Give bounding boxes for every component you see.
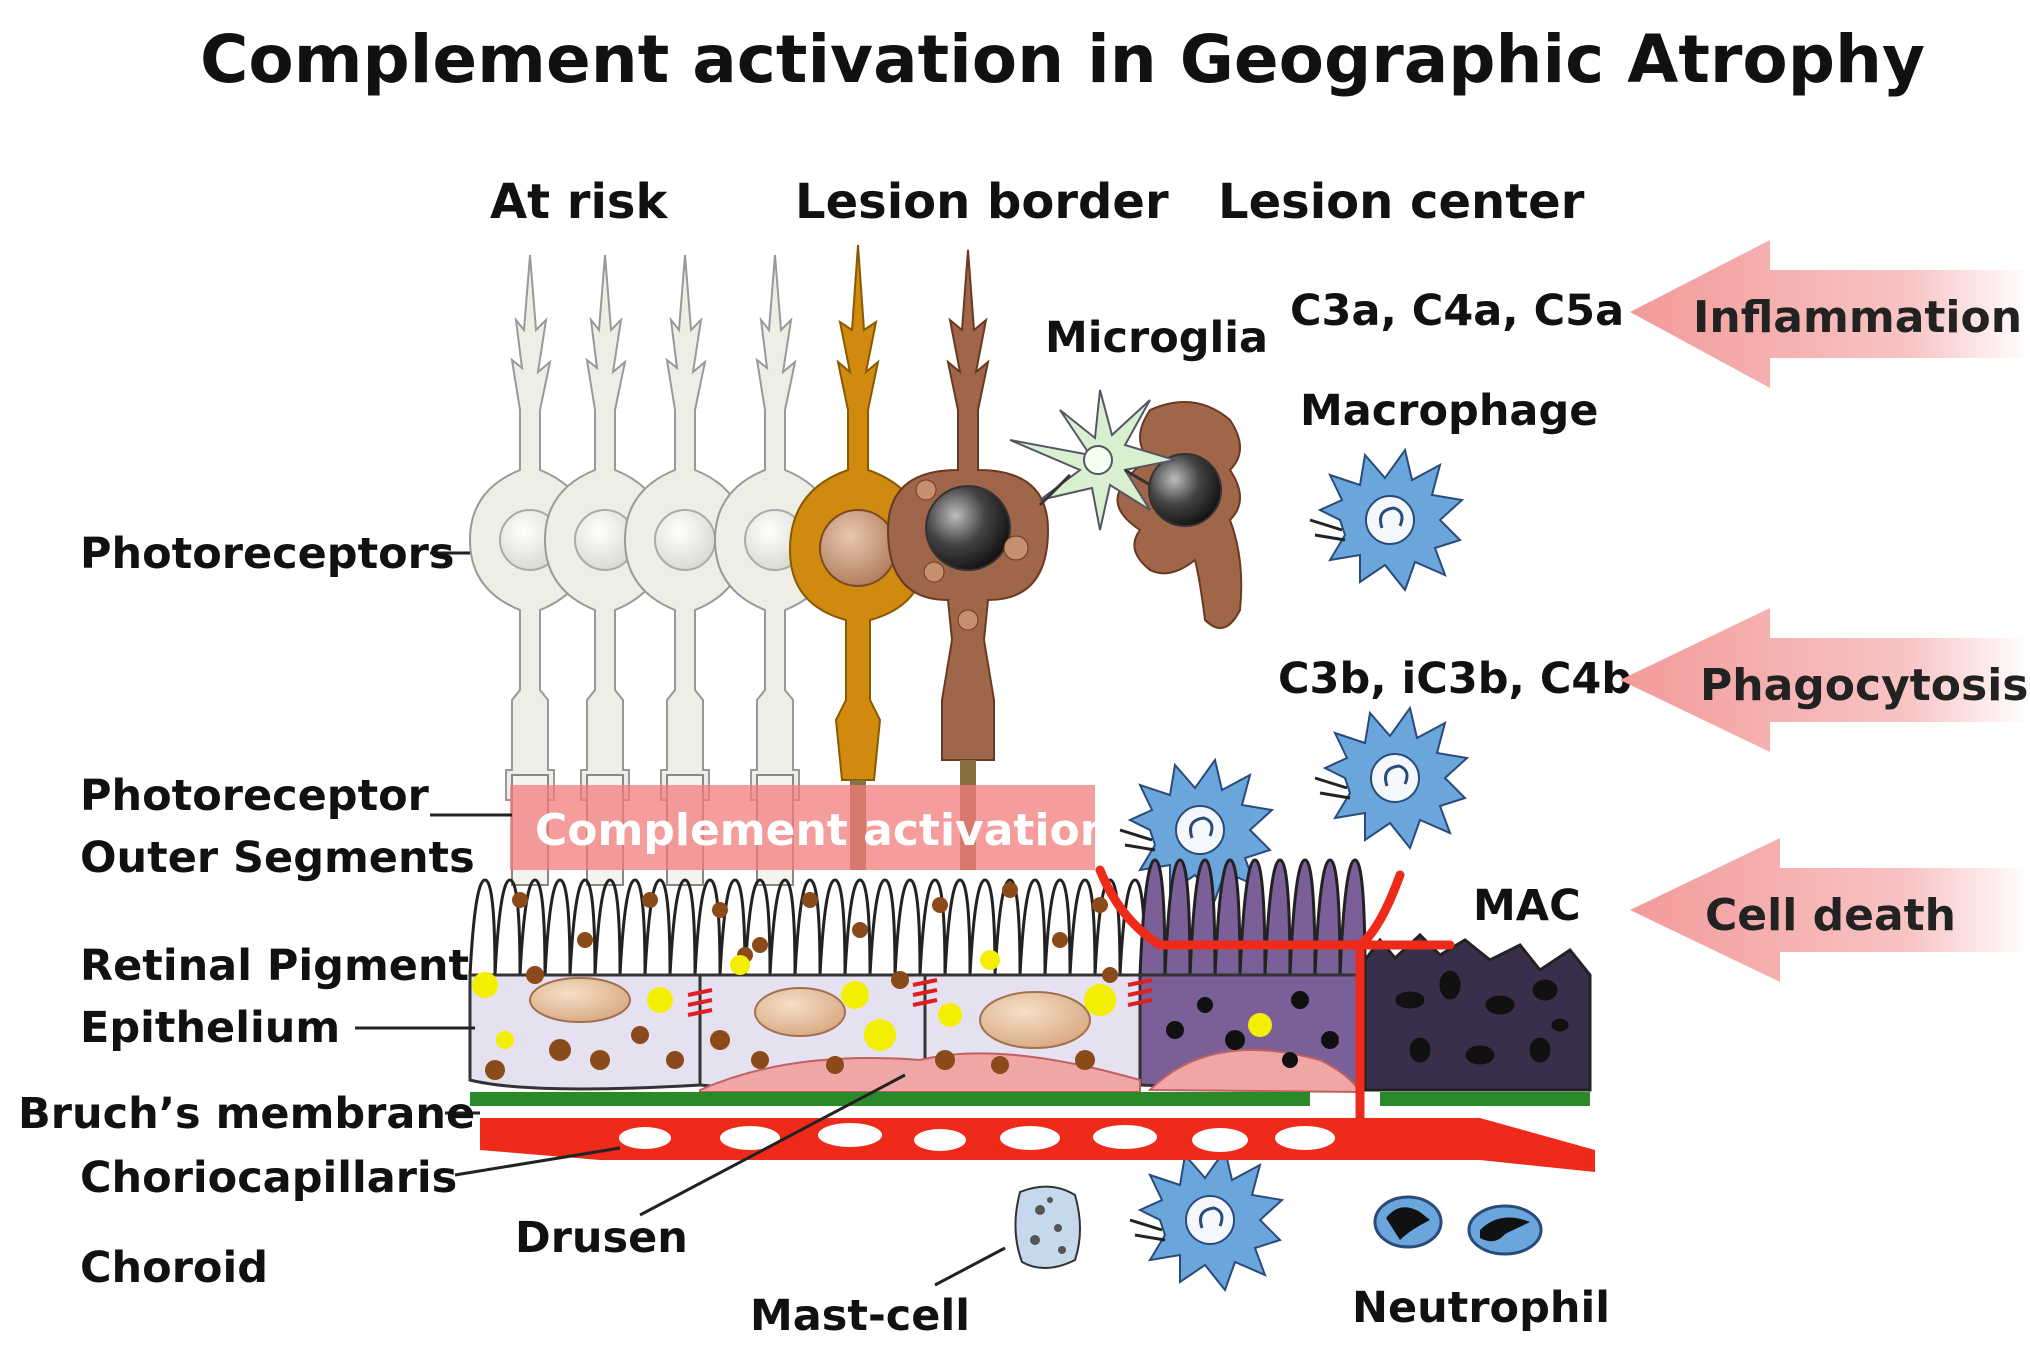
macrophage <box>1314 705 1470 851</box>
bruchs-membrane-label: Bruch’s membrane <box>18 1089 475 1139</box>
bruchs-membrane <box>470 1092 1310 1106</box>
stage-lesion-center: Lesion center <box>1218 174 1585 230</box>
choriocapillaris-vessel <box>480 1118 1595 1172</box>
choroid-label: Choroid <box>80 1243 268 1293</box>
inflammation-arrow: Inflammation <box>1630 240 2030 388</box>
stage-lesion-border: Lesion border <box>795 174 1169 230</box>
outer-segments-label-line2: Outer Segments <box>80 833 475 883</box>
complement-activation-band: Complement activation <box>510 785 1111 870</box>
photoreceptor-dying <box>886 249 1050 870</box>
microglia-cell <box>1009 389 1176 531</box>
mast-cell <box>1014 1185 1081 1269</box>
neutrophil <box>1373 1195 1443 1249</box>
drusen-label: Drusen <box>515 1213 688 1263</box>
neutrophil-cells <box>1373 1195 1543 1256</box>
phagocytosis-label: Phagocytosis <box>1700 660 2028 711</box>
inflammation-label: Inflammation <box>1693 292 2022 343</box>
mac-label: MAC <box>1473 881 1581 931</box>
rpe-layer <box>468 932 1592 1094</box>
choriocapillaris-label: Choriocapillaris <box>80 1153 457 1203</box>
outer-segments-label-line1: Photoreceptor <box>80 771 430 821</box>
phagocytosis-arrow: Phagocytosis <box>1620 608 2030 752</box>
macrophage <box>1119 757 1275 903</box>
anaphylatoxins-label: C3a, C4a, C5a <box>1290 286 1624 336</box>
opsonins-label: C3b, iC3b, C4b <box>1278 654 1632 704</box>
photoreceptor-fragmented <box>1116 401 1243 629</box>
neutrophil-label: Neutrophil <box>1352 1283 1610 1333</box>
macrophage-cells <box>1119 447 1470 1293</box>
macrophage <box>1309 447 1465 593</box>
bruchs-membrane-right <box>1380 1092 1590 1106</box>
cell-death-label: Cell death <box>1705 890 1956 941</box>
complement-activation-label: Complement activation <box>535 805 1111 856</box>
diagram-title: Complement activation in Geographic Atro… <box>200 21 1925 98</box>
microglia-label: Microglia <box>1045 313 1268 363</box>
macrophage <box>1129 1147 1285 1293</box>
rpe-label-line1: Retinal Pigment <box>80 941 469 991</box>
rpe-label-line2: Epithelium <box>80 1003 340 1053</box>
photoreceptors-label: Photoreceptors <box>80 529 454 579</box>
mast-cell-label: Mast-cell <box>750 1291 970 1341</box>
stage-at-risk: At risk <box>490 174 669 230</box>
mac-lines <box>1095 865 1455 1135</box>
leader-lines <box>355 551 1006 1287</box>
neutrophil <box>1467 1204 1543 1256</box>
macrophage-label: Macrophage <box>1300 386 1598 436</box>
cell-death-arrow: Cell death <box>1630 838 2030 982</box>
